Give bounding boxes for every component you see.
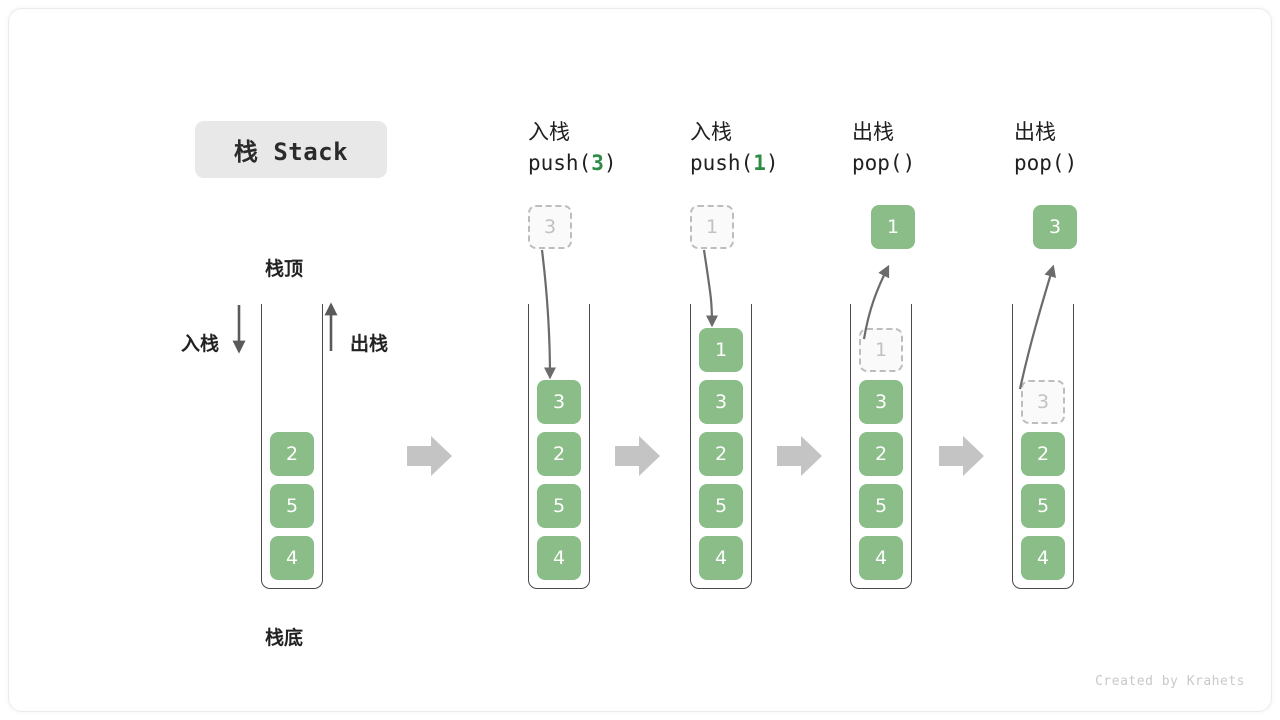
label-pop-direction: 出栈 (350, 333, 389, 355)
label-push-direction: 入栈 (181, 333, 220, 355)
stack-cell: 4 (859, 536, 903, 580)
operation-name: 入栈 (528, 120, 570, 144)
operation-name: 入栈 (690, 120, 732, 144)
transition-arrow (615, 436, 660, 476)
stack-cell: 4 (699, 536, 743, 580)
stack-cell: 5 (859, 484, 903, 528)
transition-arrow (777, 436, 822, 476)
floating-ghost-box: 3 (528, 205, 572, 249)
page-title: 栈 Stack (195, 121, 387, 178)
stack-cell: 4 (270, 536, 314, 580)
arrows-overlay (232, 249, 1057, 476)
stack-cell: 5 (1021, 484, 1065, 528)
stack-cell: 3 (859, 380, 903, 424)
stack-container-pop-1: 4 5 2 3 1 (850, 304, 912, 589)
stack-cell: 4 (1021, 536, 1065, 580)
transition-arrow (407, 436, 452, 476)
label-stack-bottom: 栈底 (265, 627, 304, 649)
stack-cell: 2 (859, 432, 903, 476)
stack-container-pop-3: 4 5 2 3 (1012, 304, 1074, 589)
stack-cell: 2 (270, 432, 314, 476)
stack-cell: 5 (537, 484, 581, 528)
stack-cell-removed: 3 (1021, 380, 1065, 424)
stack-cell: 2 (699, 432, 743, 476)
diagram-canvas: 栈 Stack 栈顶 栈底 入栈 出栈 4 5 2 入栈 push(3) 3 4… (8, 8, 1272, 712)
transition-arrow (939, 436, 984, 476)
operation-code: pop() (1014, 151, 1078, 175)
stack-container-push-1: 4 5 2 3 1 (690, 304, 752, 589)
operation-code: push(1) (690, 151, 779, 175)
operation-name: 出栈 (1014, 120, 1056, 144)
operation-caption-push-3: 入栈 push(3) (528, 117, 688, 179)
stack-cell: 4 (537, 536, 581, 580)
stack-container-push-3: 4 5 2 3 (528, 304, 590, 589)
stack-cell: 5 (699, 484, 743, 528)
stack-cell: 5 (270, 484, 314, 528)
label-stack-top: 栈顶 (265, 258, 304, 280)
operation-caption-push-1: 入栈 push(1) (690, 117, 850, 179)
operation-caption-pop-1: 出栈 pop() (852, 117, 1012, 179)
operation-code: pop() (852, 151, 916, 175)
popped-value-box: 1 (871, 205, 915, 249)
operation-caption-pop-3: 出栈 pop() (1014, 117, 1174, 179)
stack-cell-removed: 1 (859, 328, 903, 372)
stack-cell: 3 (699, 380, 743, 424)
popped-value-box: 3 (1033, 205, 1077, 249)
stack-container-initial: 4 5 2 (261, 304, 323, 589)
operation-code: push(3) (528, 151, 617, 175)
stack-cell: 3 (537, 380, 581, 424)
stack-cell: 2 (1021, 432, 1065, 476)
floating-ghost-box: 1 (690, 205, 734, 249)
stack-cell: 1 (699, 328, 743, 372)
footer-credit: Created by Krahets (1095, 674, 1245, 689)
stack-cell: 2 (537, 432, 581, 476)
operation-name: 出栈 (852, 120, 894, 144)
